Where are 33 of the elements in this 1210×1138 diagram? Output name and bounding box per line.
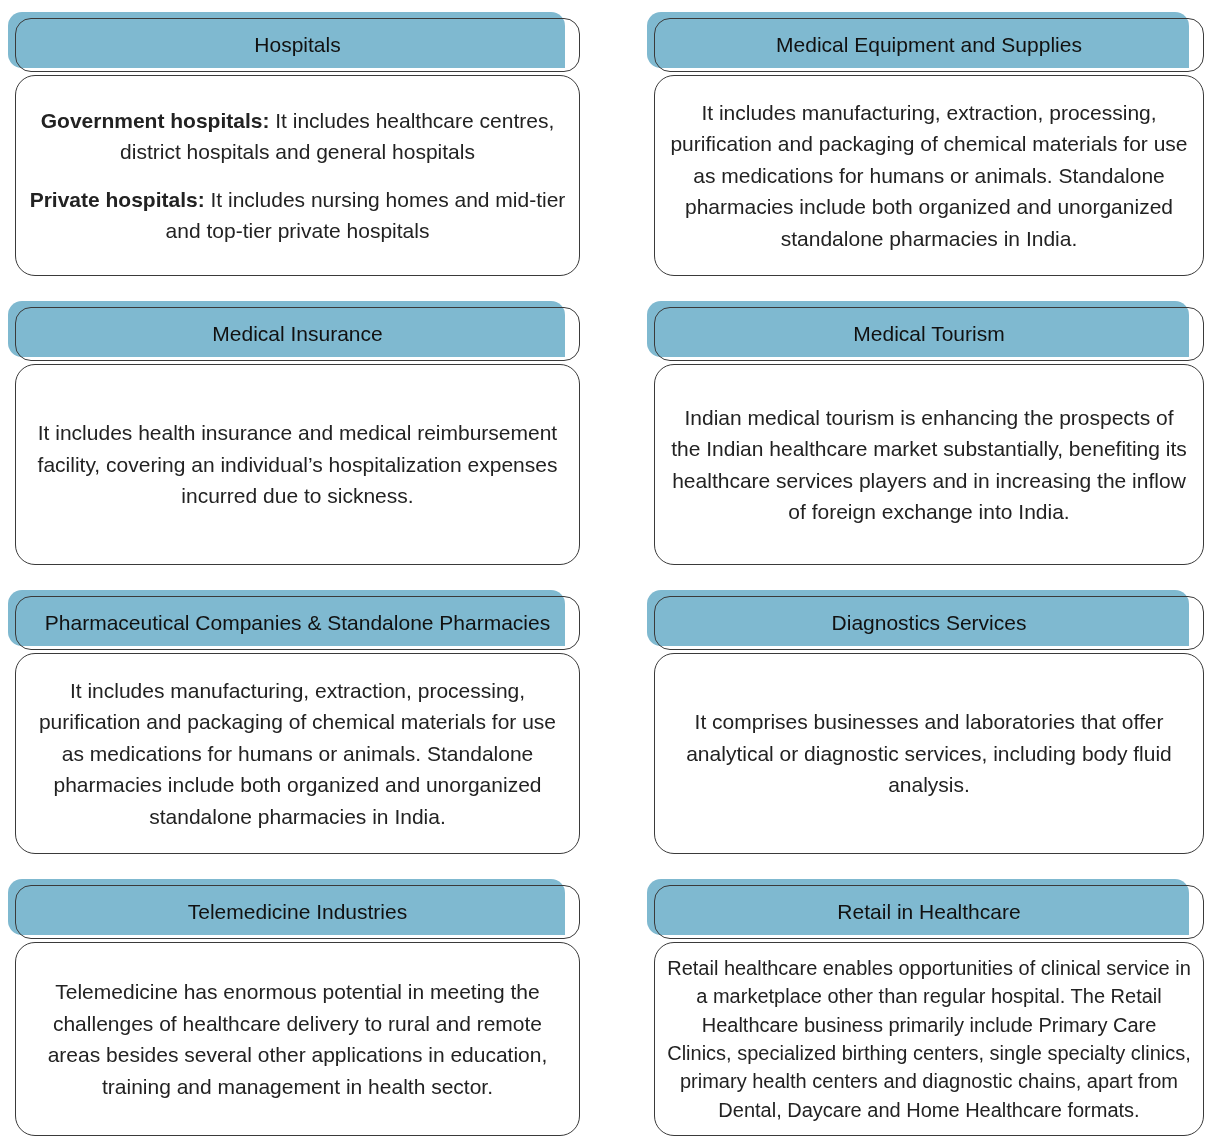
description-card (15, 653, 580, 854)
header-title: Retail in Healthcare (837, 899, 1021, 926)
header-title: Diagnostics Services (831, 610, 1027, 637)
description-card (15, 942, 580, 1136)
category-header (15, 885, 580, 939)
description-card (15, 364, 580, 565)
category-header (15, 596, 580, 650)
description-card (654, 364, 1204, 565)
description-text: Retail healthcare enables opportunities of clinical service in a marketplace other than regular hospital. The Retail Healthcare business primarily include Primary Care Clinics, specialized birthing centers, single specialty clinics, primary health centers and diagnostic chains, apart from Dental, Daycare and Home Healthcare formats. (667, 955, 1191, 1123)
category-header (654, 18, 1204, 72)
description-text: Telemedicine has enormous potential in meeting the challenges of healthcare delivery to rural and remote areas besides several other applications in education, training and management in health sector. (46, 979, 549, 1100)
description-card (654, 942, 1204, 1136)
category-header (15, 18, 580, 72)
header-title: Pharmaceutical Companies & Standalone Pharmacies (44, 610, 551, 637)
header-title: Medical Equipment and Supplies (776, 32, 1082, 59)
description-text: It includes manufacturing, extraction, processing, purification and packaging of chemical materials for use as medications for humans or animals. Standalone pharmacies include both organized and unorganized standalone pharmacies in India. (669, 99, 1189, 252)
category-header (654, 885, 1204, 939)
description-text: It includes manufacturing, extraction, processing, purification and packaging of chemical materials for use as medications for humans or animals. Standalone pharmacies include both organized and unorganized standalone pharmacies in India. (37, 677, 558, 830)
category-header (654, 307, 1204, 361)
description-card (654, 75, 1204, 276)
description-card (654, 653, 1204, 854)
description-text: Indian medical tourism is enhancing the prospects of the Indian healthcare market substantially, benefiting its healthcare services players and in increasing the inflow of foreign exchange into India. (670, 404, 1188, 525)
description-card (15, 75, 580, 276)
description-text: It includes health insurance and medical reimbursement facility, covering an individual’s hospitalization expenses incurred due to sickness. (36, 420, 559, 510)
header-title: Medical Insurance (212, 321, 383, 348)
description-text: Private hospitals: It includes nursing homes and mid-tier and top-tier private hospitals (28, 186, 567, 244)
category-header (15, 307, 580, 361)
header-title: Hospitals (254, 32, 341, 59)
category-header (654, 596, 1204, 650)
header-title: Medical Tourism (853, 321, 1005, 348)
description-text: Government hospitals: It includes healthcare centres, district hospitals and general hospitals (39, 107, 556, 165)
description-text: It comprises businesses and laboratories that offer analytical or diagnostic services, including body fluid analysis. (685, 709, 1173, 799)
header-title: Telemedicine Industries (187, 899, 408, 926)
